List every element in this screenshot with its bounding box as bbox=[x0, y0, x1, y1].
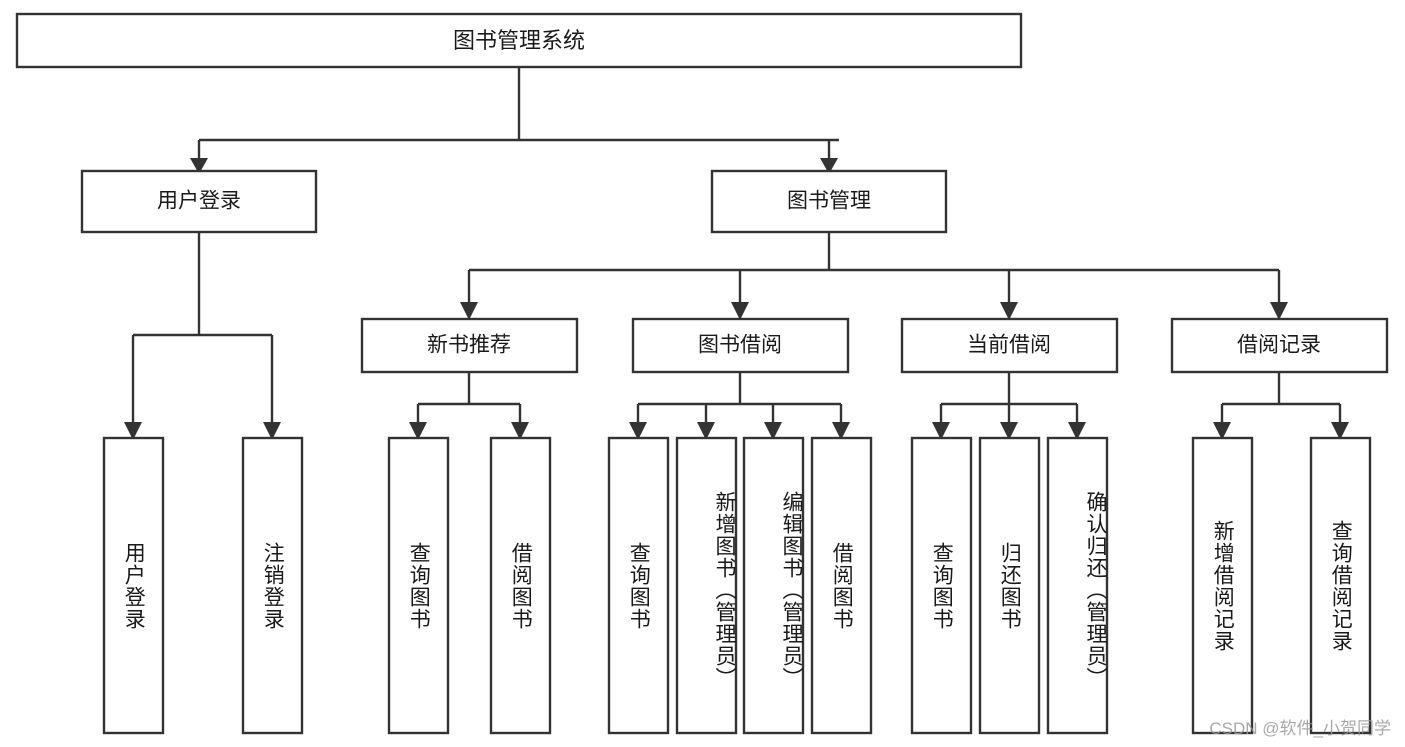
arrow-head-leaf-book-borrow-1 bbox=[629, 422, 647, 440]
node-root-box[interactable] bbox=[15, 12, 1023, 69]
node-root[interactable]: 图书管理系统 bbox=[15, 12, 1023, 69]
node-new-book-recommend-label: 新书推荐 bbox=[427, 334, 511, 357]
arrow-head-leaf-user-login-1 bbox=[124, 422, 142, 440]
leaf-box-current-borrow-1[interactable] bbox=[910, 436, 973, 735]
leaf-box-user-login-1[interactable] bbox=[102, 436, 165, 735]
node-borrow-record-label: 借阅记录 bbox=[1237, 334, 1321, 357]
arrow-head-leaf-current-borrow-3 bbox=[1068, 422, 1086, 440]
arrow-head-user-login bbox=[190, 158, 208, 174]
node-current-borrow[interactable]: 当前借阅 bbox=[900, 317, 1119, 374]
node-book-manage-label: 图书管理 bbox=[787, 190, 871, 213]
leaf-box-new-book-1[interactable] bbox=[387, 436, 450, 735]
arrow-head-current-borrow bbox=[1000, 302, 1018, 320]
node-current-borrow-box[interactable] bbox=[900, 317, 1119, 374]
node-user-login-label: 用户登录 bbox=[157, 190, 241, 213]
arrow-head-borrow-record bbox=[1270, 302, 1288, 320]
arrow-head-leaf-new-book-1 bbox=[409, 422, 427, 440]
arrow-head-leaf-book-borrow-4 bbox=[832, 422, 850, 440]
arrow-head-leaf-borrow-record-2 bbox=[1331, 422, 1349, 440]
leaf-box-layer bbox=[102, 436, 1372, 735]
leaf-box-book-borrow-4[interactable] bbox=[810, 436, 873, 735]
node-user-login[interactable]: 用户登录 bbox=[80, 169, 318, 234]
node-book-borrow[interactable]: 图书借阅 bbox=[631, 317, 850, 374]
leaf-box-borrow-record-2[interactable] bbox=[1309, 436, 1372, 735]
arrow-head-leaf-borrow-record-1 bbox=[1213, 422, 1231, 440]
node-new-book-recommend-box[interactable] bbox=[360, 317, 579, 374]
leaf-box-book-borrow-3[interactable] bbox=[742, 436, 805, 735]
node-borrow-record-box[interactable] bbox=[1170, 317, 1389, 374]
node-book-borrow-label: 图书借阅 bbox=[698, 334, 782, 357]
arrow-head-new-book bbox=[460, 302, 478, 320]
arrow-head-leaf-current-borrow-1 bbox=[932, 422, 950, 440]
leaf-box-current-borrow-3[interactable] bbox=[1046, 436, 1109, 735]
node-root-label: 图书管理系统 bbox=[453, 28, 585, 53]
node-borrow-record[interactable]: 借阅记录 bbox=[1170, 317, 1389, 374]
leaf-box-current-borrow-2[interactable] bbox=[978, 436, 1041, 735]
arrow-head-leaf-book-borrow-3 bbox=[764, 422, 782, 440]
arrow-head-leaf-user-login-2 bbox=[263, 422, 281, 440]
arrow-head-leaf-book-borrow-2 bbox=[697, 422, 715, 440]
arrow-head-leaf-new-book-2 bbox=[511, 422, 529, 440]
connector-layer bbox=[124, 67, 1349, 440]
leaf-box-book-borrow-1[interactable] bbox=[607, 436, 670, 735]
node-book-borrow-box[interactable] bbox=[631, 317, 850, 374]
leaf-box-book-borrow-2[interactable] bbox=[675, 436, 738, 735]
arrow-head-leaf-current-borrow-2 bbox=[1000, 422, 1018, 440]
node-user-login-box[interactable] bbox=[80, 169, 318, 234]
node-current-borrow-label: 当前借阅 bbox=[967, 334, 1051, 357]
arrow-head-book-manage bbox=[820, 158, 838, 174]
leaf-box-user-login-2[interactable] bbox=[241, 436, 304, 735]
arrow-head-book-borrow bbox=[731, 302, 749, 320]
leaf-box-new-book-2[interactable] bbox=[489, 436, 552, 735]
node-new-book-recommend[interactable]: 新书推荐 bbox=[360, 317, 579, 374]
node-book-manage-box[interactable] bbox=[710, 169, 948, 234]
node-book-manage[interactable]: 图书管理 bbox=[710, 169, 948, 234]
leaf-box-borrow-record-1[interactable] bbox=[1191, 436, 1254, 735]
